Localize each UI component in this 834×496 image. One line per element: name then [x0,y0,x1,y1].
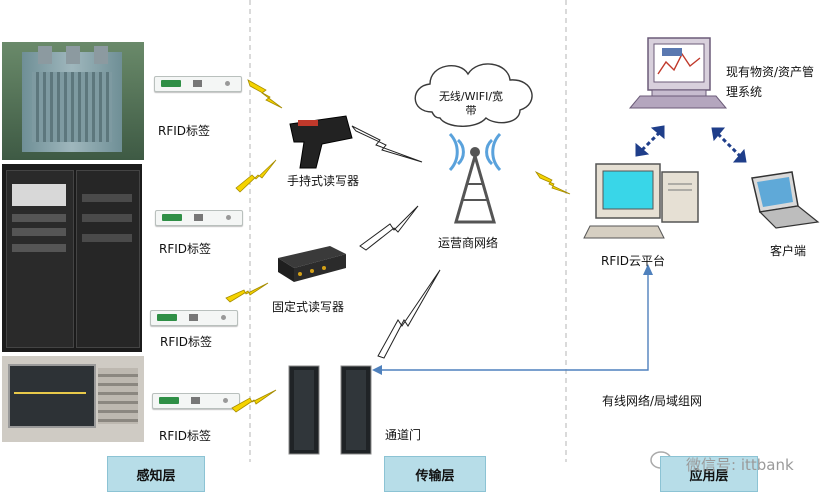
cell-tower-icon [448,132,502,224]
carrier-network-label: 运营商网络 [438,236,499,250]
wireless-label: 无线/WIFI/宽带 [438,90,504,117]
desktop-computer-icon [583,163,699,239]
gate-panel-icon [288,365,372,455]
wired-connector [378,272,649,371]
lightning-icon [231,389,277,413]
zigzag-link-icon [377,269,441,359]
laptop-icon [751,171,820,229]
double-arrow-icon [711,127,747,163]
double-arrow-icon [635,125,665,157]
zigzag-link-icon [351,125,423,163]
application-layer-box: 应用层 [660,456,758,492]
zigzag-link-icon [359,205,419,251]
transformer-photo [2,42,144,160]
lightning-icon [225,282,269,303]
lightning-icon [534,170,571,195]
cloud-icon [414,63,533,127]
rfid-tag-label-2: RFID标签 [159,242,212,256]
perception-layer-box: 感知层 [107,456,205,492]
gate-label: 通道门 [385,428,422,442]
asset-system-label: 现有物资/资产管理系统 [726,65,815,99]
rfid-tag-4 [152,393,240,409]
client-label: 客户端 [770,244,807,258]
handheld-reader-label: 手持式读写器 [287,174,360,188]
rfid-tag-1 [154,76,242,92]
arrow-head-icon [372,365,382,375]
rfid-tag-2 [155,210,243,226]
workstation-icon [628,37,728,109]
fixed-reader-label: 固定式读写器 [272,300,345,314]
server-rack-photo [2,164,142,352]
rfid-tag-3 [150,310,238,326]
cloud-platform-label: RFID云平台 [601,254,666,268]
rfid-tag-label-3: RFID标签 [160,335,213,349]
rfid-tag-label-4: RFID标签 [159,429,212,443]
handheld-reader-icon [289,115,353,169]
lightning-icon [247,79,283,109]
watermark: 微信号: ittbank [686,456,794,474]
wired-network-label: 有线网络/局域组网 [602,394,703,408]
transmission-layer-box: 传输层 [384,456,486,492]
lightning-icon [235,159,277,193]
fixed-reader-icon [278,246,346,282]
rfid-tag-label-1: RFID标签 [158,124,211,138]
oscilloscope-photo [2,356,144,442]
arrow-head-icon [643,264,653,275]
